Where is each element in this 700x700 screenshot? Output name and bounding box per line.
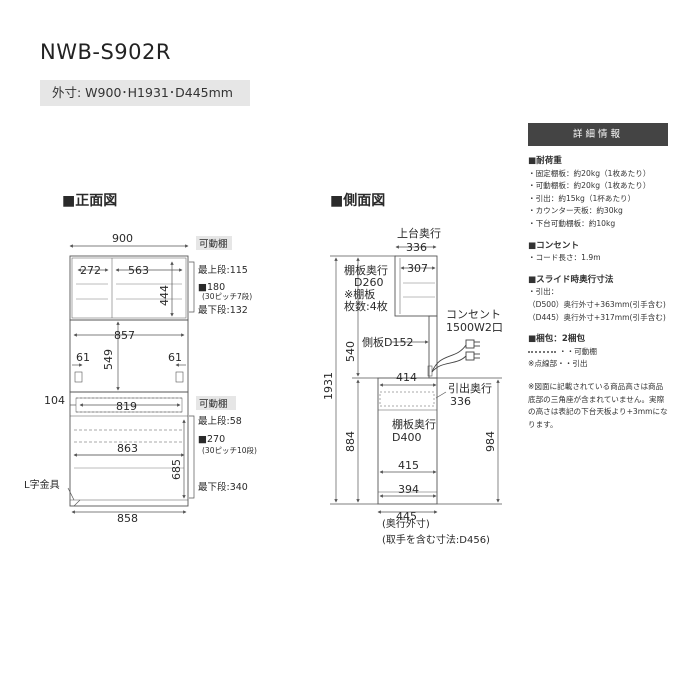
front-width-104: 104: [44, 394, 65, 407]
dotted-line-icon: [528, 350, 556, 353]
top-shelf-pitch-note: (30ピッチ7段): [202, 291, 252, 301]
depth-outer-note: (奥行外寸): [382, 517, 430, 530]
side-width-394: 394: [398, 483, 419, 496]
front-view-heading: ■正面図: [62, 193, 117, 209]
top-shelf-min: 最下段:132: [198, 304, 248, 316]
front-dimension-lines: [67, 244, 195, 514]
shelf-depth-label: 棚板奥行: [344, 263, 388, 277]
front-height-444: 444: [158, 285, 171, 306]
front-right-61: 61: [168, 351, 182, 364]
side-dimension-lines: [330, 245, 502, 514]
model-title: NWB-S902R: [40, 40, 171, 64]
outlet-label: コンセント: [446, 308, 501, 321]
front-width-900: 900: [112, 232, 133, 245]
shelf-count: 枚数:4枚: [344, 299, 388, 313]
outlet-title: ■コンセント: [528, 240, 580, 251]
bottom-shelf-max: 最上段:58: [198, 415, 242, 427]
load-title: ■耐荷重: [528, 156, 562, 166]
outer-dimensions-label: 外寸: W900･H1931･D445mm: [40, 80, 250, 106]
slide-item: （D500）奥行外寸+363mm(引手含む): [528, 299, 666, 309]
pack-legend-drawer: ※点線部・・引出: [528, 359, 588, 369]
movable-shelf-bottom-label: 可動棚: [199, 398, 228, 410]
side-width-414: 414: [396, 371, 417, 384]
drawer-depth-label: 引出奥行: [448, 381, 492, 395]
shelf-note: ※棚板: [344, 287, 375, 301]
side-cabinet: [377, 255, 438, 505]
side-view-heading: ■側面図: [330, 192, 385, 209]
bottom-shelf-pitch-note: (30ピッチ10段): [202, 445, 257, 455]
movable-shelf-top-label: 可動棚: [199, 238, 228, 250]
front-width-863: 863: [117, 442, 138, 455]
side-dimension-labels: 上台奥行 336 307 棚板奥行 D260 ※棚板 枚数:4枚 コンセント 1…: [322, 226, 503, 546]
load-item: ・引出：約15kg（1杯あたり）: [528, 193, 636, 203]
outlet-item: ・コード長さ：1.9m: [528, 253, 601, 263]
pack-legend-movable: ・・可動棚: [528, 346, 668, 359]
l-bracket-label: L字金具: [24, 478, 60, 491]
details-header: 詳細情報: [528, 123, 668, 146]
load-item: ・可動棚板：約20kg（1枚あたり）: [528, 181, 651, 191]
top-shelf-max: 最上段:115: [198, 264, 248, 276]
depth-handle-note: (取手を含む寸法:D456): [382, 533, 490, 546]
side-width-445: 445: [396, 510, 417, 523]
outlet-icon: [431, 339, 480, 373]
side-height-1931: 1931: [322, 372, 335, 400]
lower-shelf-depth-d400: D400: [392, 431, 421, 444]
slide-item: （D445）奥行外寸+317mm(引手含む): [528, 312, 666, 322]
lower-shelf-depth-label: 棚板奥行: [392, 417, 436, 431]
front-left-61: 61: [76, 351, 90, 364]
bottom-shelf-min: 最下段:340: [198, 481, 248, 493]
height-note: ※図面に記載されている商品高さは商品底部の三角座が含まれていません。実際の高さは…: [528, 381, 668, 429]
bottom-shelf-pitch: ■270: [198, 434, 225, 445]
front-width-857: 857: [114, 329, 135, 342]
side-width-336: 336: [406, 241, 427, 254]
load-item: ・下台可動棚板：約10kg: [528, 218, 616, 228]
upper-depth-label: 上台奥行: [397, 226, 441, 240]
pack-legend-a: ・・可動棚: [559, 346, 597, 356]
front-width-819: 819: [116, 400, 137, 413]
front-width-272: 272: [80, 264, 101, 277]
front-width-858: 858: [117, 512, 138, 525]
details-panel: 詳細情報 ■耐荷重 ・固定棚板：約20kg（1枚あたり） ・可動棚板：約20kg…: [528, 123, 668, 431]
front-width-563: 563: [128, 264, 149, 277]
pack-title: ■梱包：2梱包: [528, 334, 586, 345]
load-item: ・固定棚板：約20kg（1枚あたり）: [528, 168, 651, 178]
front-dimension-labels: 900 272 563 444 857 549 61 61 104 819 86…: [24, 232, 183, 525]
outlet-spec: 1500W2口: [446, 321, 503, 334]
side-width-415: 415: [398, 459, 419, 472]
front-height-685: 685: [170, 459, 183, 480]
side-height-884: 884: [344, 431, 357, 452]
shelf-depth-d260: D260: [354, 276, 383, 289]
load-item: ・カウンター天板：約30kg: [528, 206, 623, 216]
top-shelf-pitch: ■180: [198, 282, 225, 293]
side-height-540: 540: [344, 341, 357, 362]
front-shelf-labels: 可動棚 最上段:115 ■180 (30ピッチ7段) 最下段:132 可動棚 最…: [196, 236, 257, 493]
side-panel-d152: 側板D152: [362, 335, 413, 349]
drawer-depth-336: 336: [450, 395, 471, 408]
front-height-549: 549: [102, 349, 115, 370]
side-width-307: 307: [407, 262, 428, 275]
side-height-984: 984: [484, 431, 497, 452]
slide-item: ・引出：: [528, 287, 559, 297]
slide-title: ■スライド時奥行寸法: [528, 274, 614, 285]
